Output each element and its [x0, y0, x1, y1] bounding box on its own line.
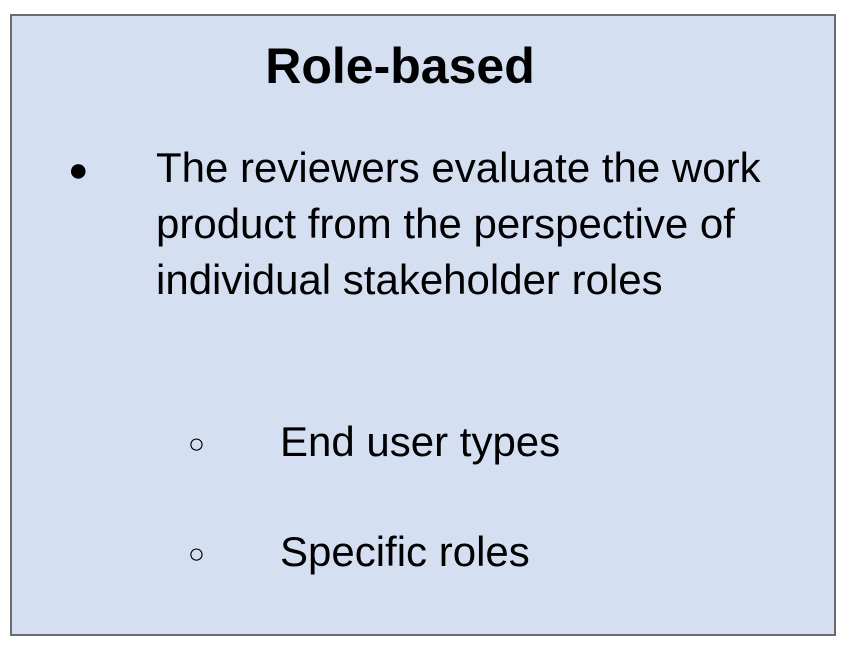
sub-bullet-text: End user types — [280, 418, 561, 465]
sub-bullet-marker-icon: ○ — [188, 428, 205, 459]
sub-bullet-text: Specific roles — [280, 528, 530, 575]
slide-title: Role-based — [265, 38, 535, 94]
sub-bullet-item: ○ End user types — [188, 414, 748, 474]
bullet-text: The reviewers evaluate the work product … — [156, 144, 761, 303]
sub-bullet-item: ○ Specific roles — [188, 524, 748, 584]
sub-bullet-marker-icon: ○ — [188, 538, 205, 569]
bullet-item: ● The reviewers evaluate the work produc… — [68, 140, 808, 360]
slide-panel: Role-based ● The reviewers evaluate the … — [10, 14, 836, 636]
bullet-marker-icon: ● — [68, 151, 89, 189]
